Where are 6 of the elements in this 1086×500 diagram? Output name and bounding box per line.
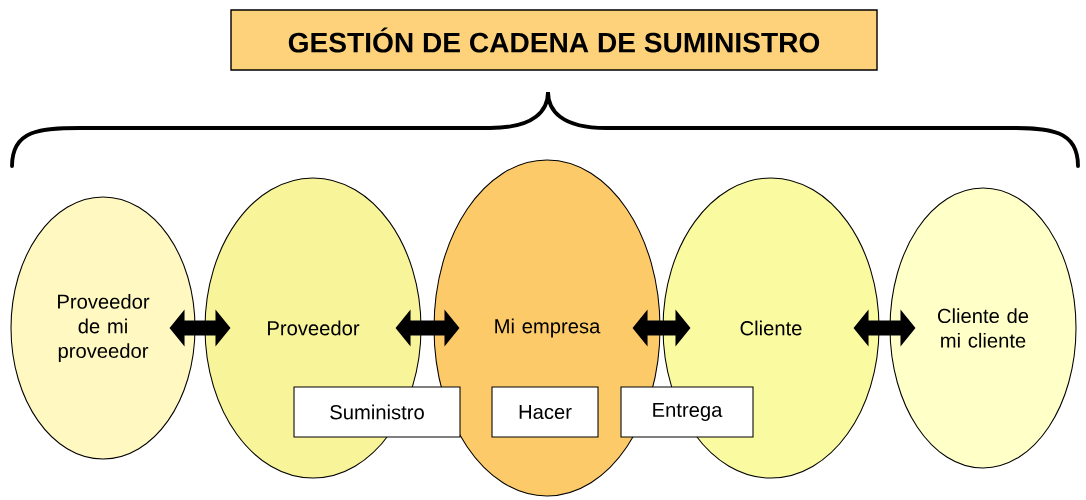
process-box: Suministro	[293, 386, 461, 438]
oval-node: Cliente de mi cliente	[889, 187, 1077, 469]
process-box: Hacer	[491, 386, 599, 438]
title-box: GESTIÓN DE CADENA DE SUMINISTRO	[230, 9, 878, 71]
oval-node: Proveedor de mi proveedor	[10, 196, 196, 460]
process-box: Entrega	[620, 386, 754, 438]
